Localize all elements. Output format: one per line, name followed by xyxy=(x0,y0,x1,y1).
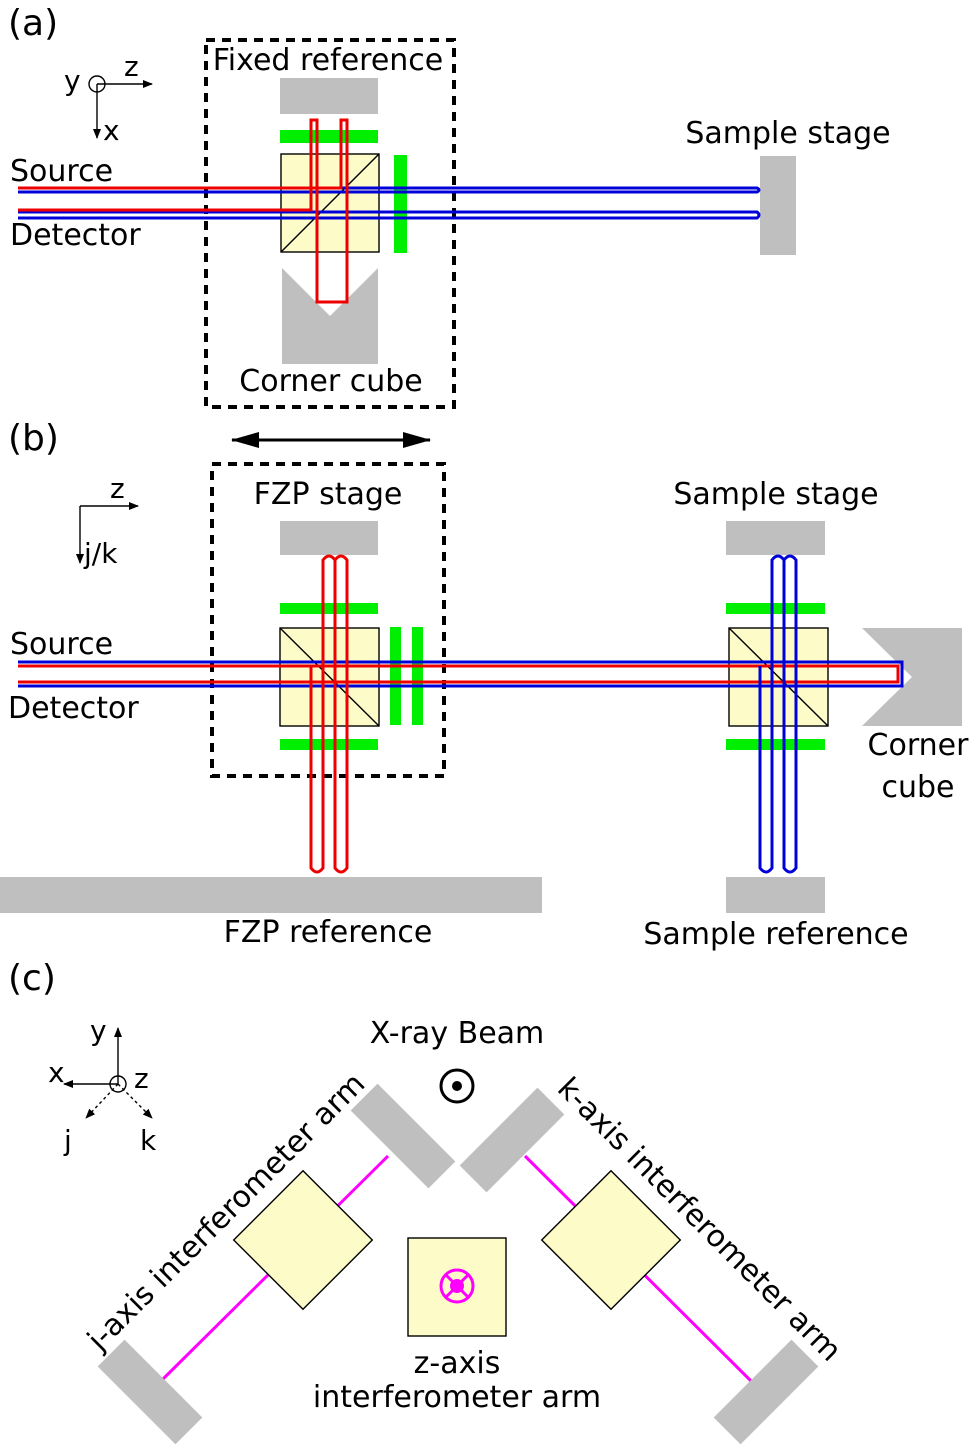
k-arm-target-mirror xyxy=(459,1087,565,1193)
panel-a: (a) y z x Fixed reference Corner cube Sa… xyxy=(8,3,891,409)
fzp-reference-beams xyxy=(309,554,349,874)
axis-y-label-c: y xyxy=(90,1014,107,1047)
k-arm-interferometer-head xyxy=(540,1169,682,1311)
fzp-stage-mirror xyxy=(280,521,378,555)
k-arm-reference-mirror xyxy=(713,1339,819,1444)
reference-beam-path xyxy=(18,118,349,304)
corner-cube-label-b1: Corner xyxy=(868,728,970,763)
sample-reference-beams xyxy=(758,554,798,874)
main-beam-blue xyxy=(18,660,904,688)
fzp-reference-mirror xyxy=(0,877,542,913)
panel-c-label: (c) xyxy=(8,958,56,999)
sample-stage-a xyxy=(760,156,796,255)
panel-c: (c) y x z j k X-ray Beam j-axis interfer… xyxy=(8,958,848,1444)
sample-splitter-diagonal xyxy=(728,627,829,727)
sample-waveplate-top xyxy=(726,603,825,614)
sample-stage-label-a: Sample stage xyxy=(685,116,890,151)
axis-z-label: z xyxy=(124,50,139,83)
main-beam-red xyxy=(18,664,900,684)
fzp-reference-label: FZP reference xyxy=(224,915,433,950)
sample-stage-label-b: Sample stage xyxy=(673,477,878,512)
waveplate-top xyxy=(280,130,378,143)
sample-reference-label: Sample reference xyxy=(643,917,908,952)
fzp-stage-enclosure xyxy=(210,462,446,778)
detector-label-a: Detector xyxy=(10,218,141,253)
j-arm-reference-mirror xyxy=(97,1339,203,1444)
axis-z-label-c: z xyxy=(134,1062,149,1095)
axis-jk-label-b: j/k xyxy=(83,537,118,570)
panel-a-label: (a) xyxy=(8,3,58,44)
sample-stage-mirror-b xyxy=(726,521,825,555)
axis-x-label: x xyxy=(103,114,120,147)
j-axis-arrow-c xyxy=(85,1083,119,1119)
j-arm-interferometer-head xyxy=(232,1169,374,1311)
k-axis-arrow-c xyxy=(117,1083,153,1119)
waveplate-right xyxy=(394,155,407,253)
xray-beam-dot xyxy=(452,1081,462,1091)
fzp-splitter-diagonal xyxy=(279,627,380,727)
z-arm-beam-icon xyxy=(439,1268,475,1304)
axis-z-label-b: z xyxy=(110,472,125,505)
corner-cube-a xyxy=(282,268,378,364)
axis-y-label: y xyxy=(64,64,81,97)
sample-reference-mirror xyxy=(726,877,825,913)
fzp-waveplate-top xyxy=(280,603,378,614)
corner-cube-label: Corner cube xyxy=(239,364,422,399)
panel-c-axes: y x z j k xyxy=(48,1014,157,1157)
corner-cube-label-b2: cube xyxy=(881,770,954,805)
measurement-beam-upper xyxy=(18,186,761,194)
sample-waveplate-bottom xyxy=(726,739,825,750)
panel-b-label: (b) xyxy=(8,418,59,459)
source-label-a: Source xyxy=(10,154,113,189)
z-arm-label-1: z-axis xyxy=(414,1346,501,1381)
z-axis-arm: z-axis interferometer arm xyxy=(313,1237,601,1415)
fzp-waveplate-bottom xyxy=(280,739,378,750)
panel-b: (b) z j/k FZP stage FZP reference Sample… xyxy=(0,418,969,952)
panel-a-axes: y z x xyxy=(64,50,153,147)
beam-splitter-diagonal xyxy=(280,153,380,253)
detector-label-b: Detector xyxy=(8,691,139,726)
fzp-waveplate-right-2 xyxy=(412,627,423,725)
axis-x-label-c: x xyxy=(48,1056,65,1089)
corner-cube-b xyxy=(862,628,962,726)
measurement-beam-lower xyxy=(18,210,761,220)
panel-b-axes: z j/k xyxy=(76,472,139,570)
z-arm-cross-2 xyxy=(444,1273,470,1299)
xray-beam-icon xyxy=(439,1068,475,1104)
xray-beam-label: X-ray Beam xyxy=(370,1016,545,1051)
fixed-reference-label: Fixed reference xyxy=(213,43,444,78)
fixed-reference-enclosure xyxy=(204,38,456,409)
z-arm-label-2: interferometer arm xyxy=(313,1380,601,1415)
axis-k-label-c: k xyxy=(140,1124,157,1157)
fzp-waveplate-right-1 xyxy=(390,627,401,725)
source-label-b: Source xyxy=(10,627,113,662)
axis-j-label-c: j xyxy=(63,1124,72,1157)
fzp-stage-label: FZP stage xyxy=(254,477,403,512)
fixed-reference-mirror xyxy=(280,78,378,114)
j-arm-target-mirror xyxy=(350,1083,456,1189)
